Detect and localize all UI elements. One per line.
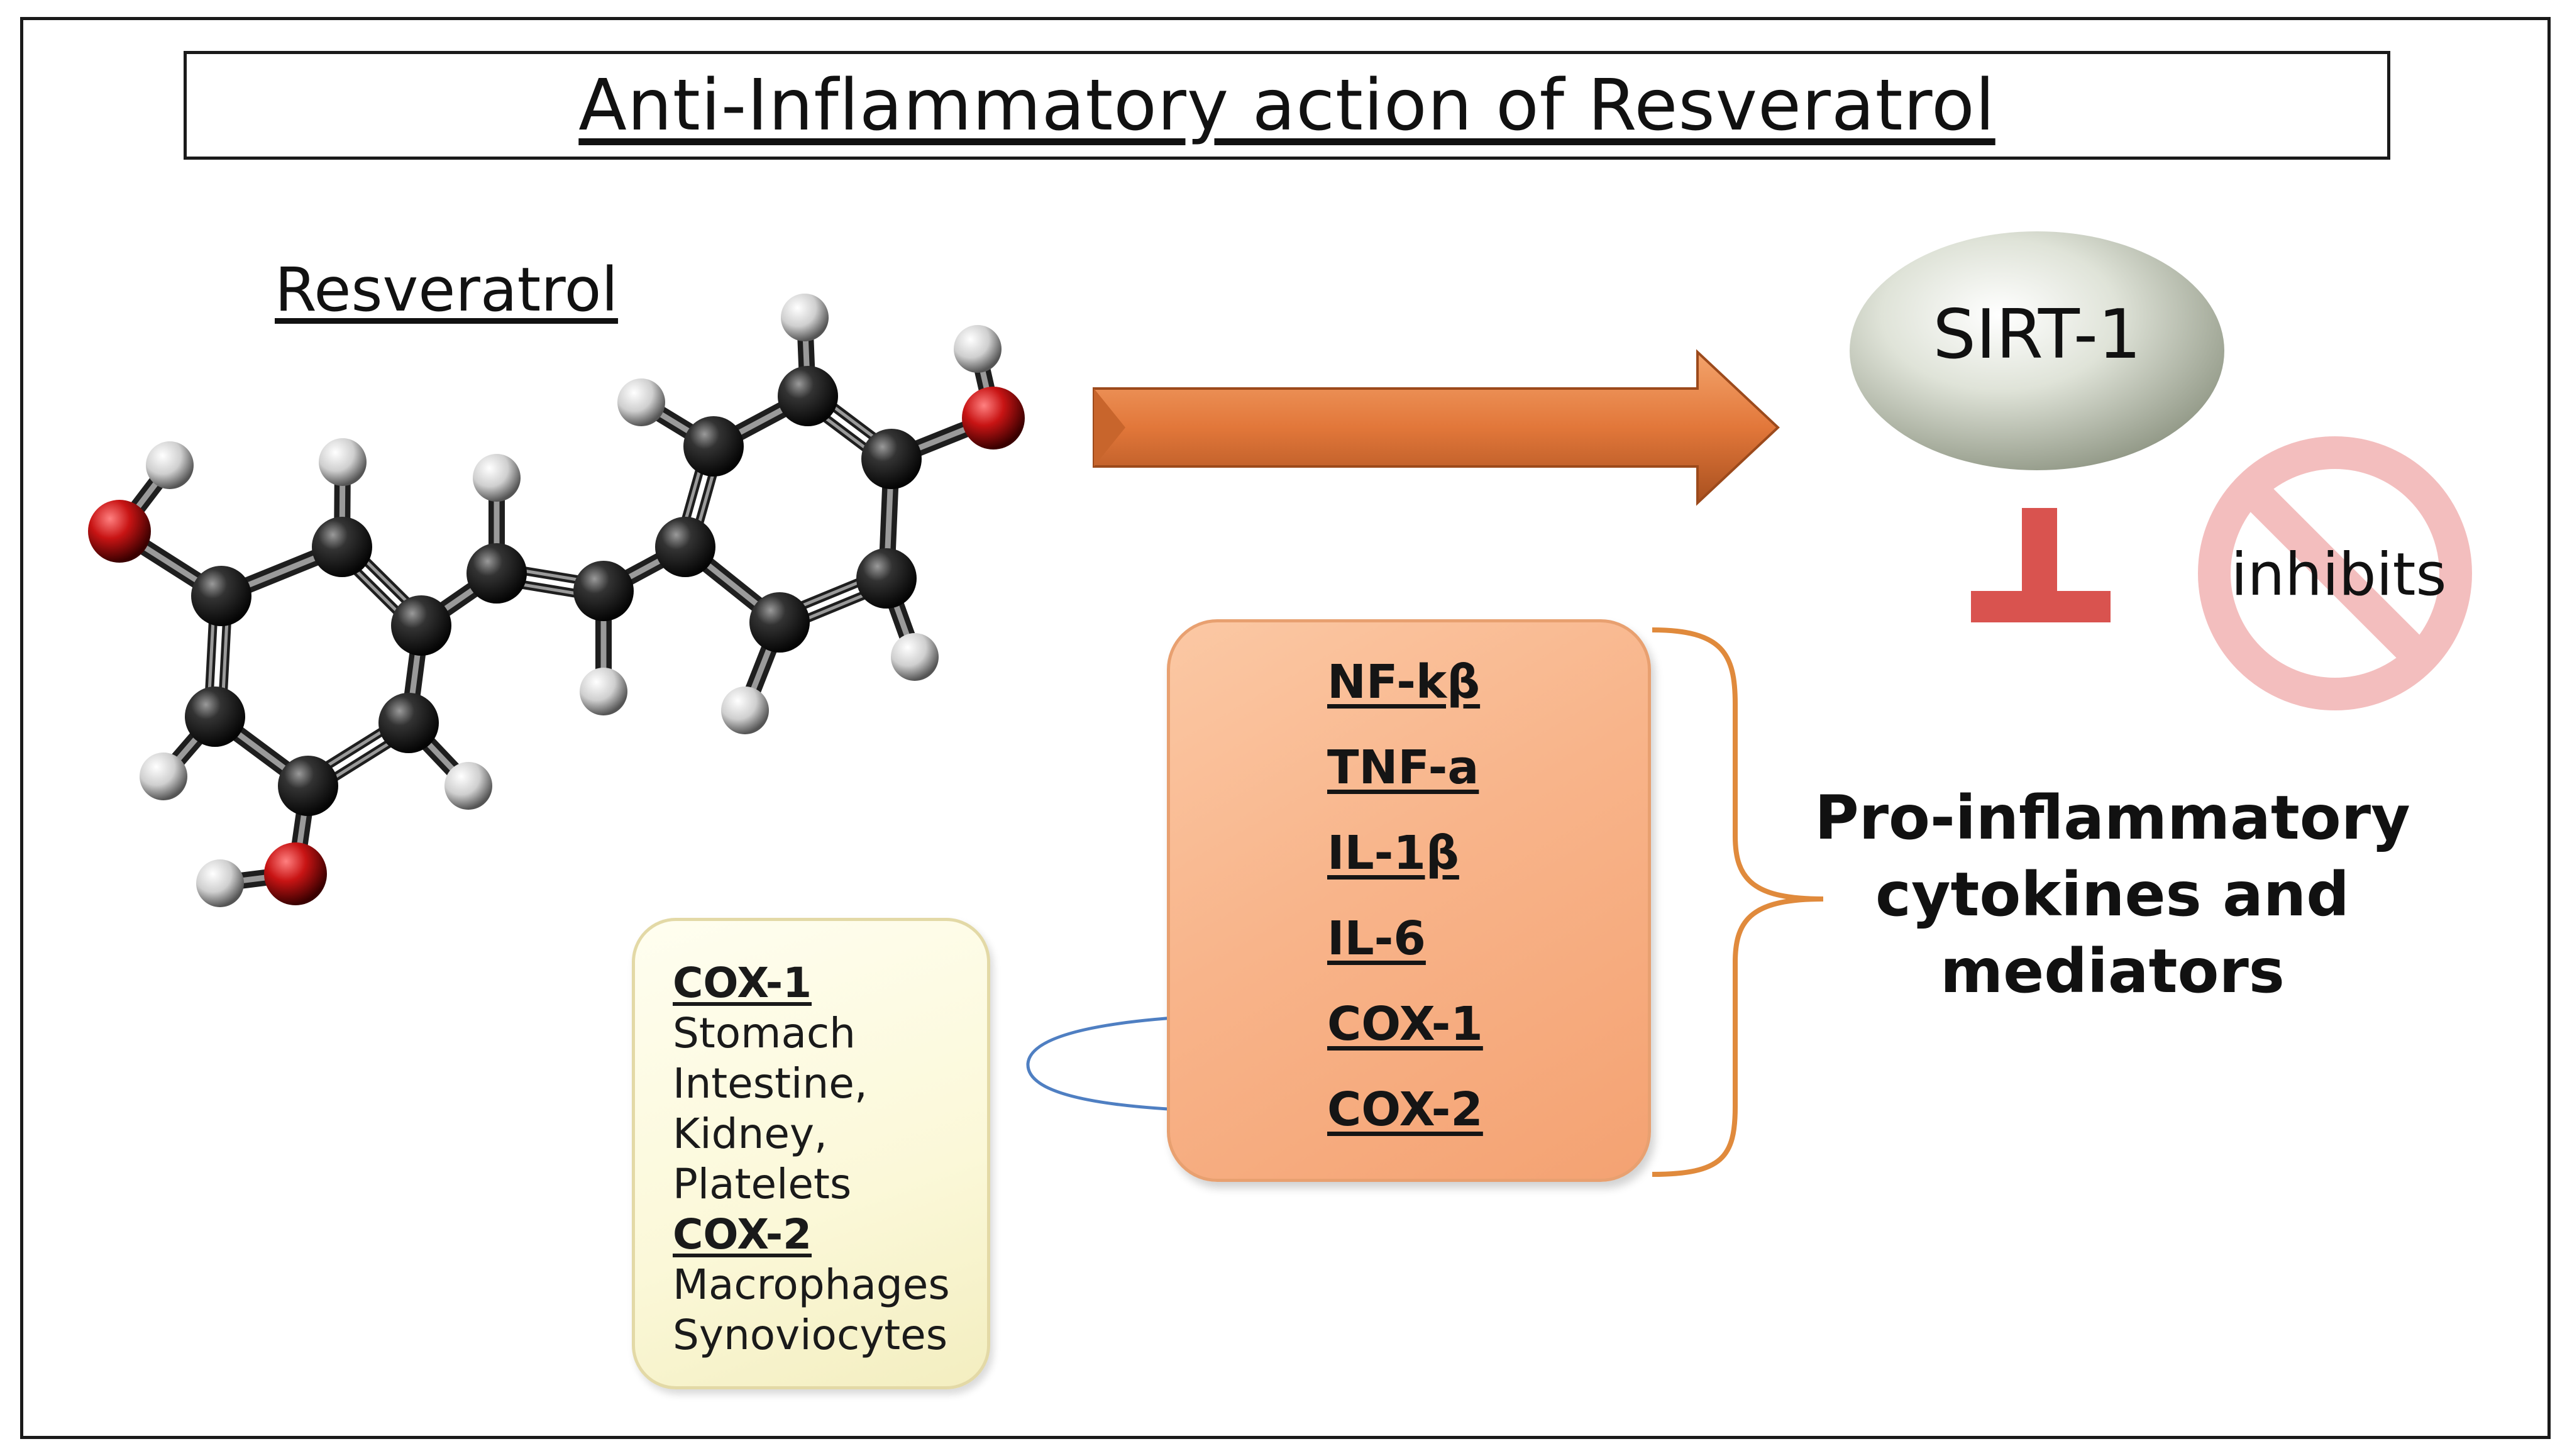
cox-location-box: COX-1 Stomach Intestine, Kidney, Platele… <box>632 918 990 1389</box>
carbon-atom <box>185 687 245 747</box>
mediator-item: COX-2 <box>1327 1083 1483 1137</box>
hydrogen-atom <box>196 859 244 907</box>
sirt1-label: SIRT-1 <box>1933 295 2141 374</box>
molecule-atoms <box>88 294 1025 907</box>
mediator-item: COX-1 <box>1327 997 1483 1051</box>
inhibits-label: inhibits <box>2231 541 2447 609</box>
carbon-atom <box>778 366 838 426</box>
hydrogen-atom <box>617 378 665 426</box>
carbon-atom <box>191 566 251 626</box>
hydrogen-atom <box>473 454 521 502</box>
hydrogen-atom <box>319 438 367 486</box>
hydrogen-atom <box>444 762 492 810</box>
pro-inflammatory-line: mediators <box>1940 936 2285 1007</box>
carbon-atom <box>278 756 338 816</box>
carbon-atom <box>312 517 372 577</box>
title-box: Anti-Inflammatory action of Resveratrol <box>184 51 2390 160</box>
carbon-atom <box>683 416 744 477</box>
carbon-atom <box>573 561 634 621</box>
hydrogen-atom <box>891 633 939 681</box>
oxygen-atom <box>264 842 327 905</box>
carbon-atom <box>466 543 527 604</box>
hydrogen-atom <box>580 668 627 715</box>
cox1-site: Stomach <box>673 1009 856 1057</box>
group-brace <box>1652 627 1824 1177</box>
mediator-item: IL-1β <box>1327 826 1459 880</box>
cox2-site: Macrophages <box>673 1260 950 1309</box>
carbon-atom <box>861 429 922 489</box>
cox1-heading: COX-1 <box>673 959 812 1007</box>
cox2-heading: COX-2 <box>673 1210 812 1259</box>
no-sign-icon <box>2198 436 2472 710</box>
carbon-atom <box>391 595 451 656</box>
carbon-atom <box>749 592 810 653</box>
cox1-site: Kidney, <box>673 1110 827 1158</box>
mediator-item: NF-kβ <box>1327 655 1481 709</box>
hydrogen-atom <box>140 753 187 800</box>
molecule-label: Resveratrol <box>275 255 619 325</box>
hydrogen-atom <box>781 294 829 341</box>
diagram-title: Anti-Inflammatory action of Resveratrol <box>578 64 1995 146</box>
hydrogen-atom <box>954 325 1002 373</box>
carbon-atom <box>378 693 439 753</box>
pro-inflammatory-label: Pro-inflammatory cytokines and mediators <box>1798 780 2427 1010</box>
activation-arrow <box>1093 349 1780 506</box>
oxygen-atom <box>88 500 151 563</box>
pro-inflammatory-line: cytokines and <box>1875 859 2349 930</box>
cox2-site: Synoviocytes <box>673 1311 948 1359</box>
pro-inflammatory-line: Pro-inflammatory <box>1814 783 2410 853</box>
mediator-box: NF-kβ TNF-a IL-1β IL-6 COX-1 COX-2 <box>1167 619 1651 1182</box>
mediator-item: TNF-a <box>1327 741 1479 795</box>
sirt1-ellipse <box>1850 231 2224 470</box>
cox1-site: Platelets <box>673 1160 852 1208</box>
hydrogen-atom <box>146 441 194 489</box>
inhibition-bar-icon <box>1971 508 2111 622</box>
carbon-atom <box>655 517 715 577</box>
cox1-site: Intestine, <box>673 1059 868 1108</box>
mediator-item: IL-6 <box>1327 912 1426 966</box>
carbon-atom <box>856 548 917 609</box>
oxygen-atom <box>962 387 1025 449</box>
outer-frame <box>20 17 2551 1439</box>
hydrogen-atom <box>721 687 769 734</box>
